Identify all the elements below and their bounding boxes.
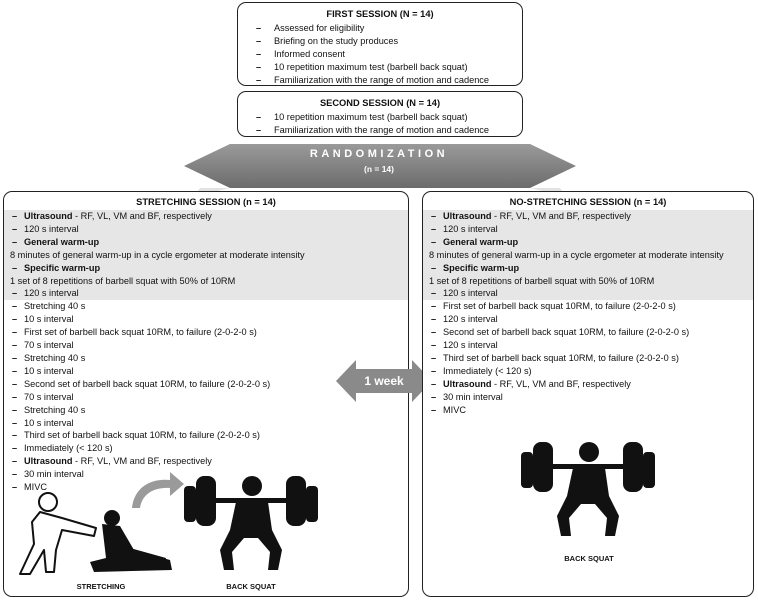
list-item: 10 repetition maximum test (barbell back… [238, 61, 522, 74]
randomization-arrow-shape [184, 144, 576, 188]
stretching-session-box: STRETCHING SESSION (n = 14) Ultrasound -… [3, 191, 409, 597]
specific-warmup-label: Specific warm-up [423, 262, 753, 275]
back-squat-figure-icon [184, 476, 318, 570]
second-session-box: SECOND SESSION (N = 14) 10 repetition ma… [237, 91, 523, 137]
ultrasound-step: Ultrasound - RF, VL, VM and BF, respecti… [4, 455, 408, 468]
list-item: Immediately (< 120 s) [423, 365, 753, 378]
stretching-figure-icon [19, 492, 172, 575]
list-item: MIVC [423, 404, 753, 417]
back-squat-caption: BACK SQUAT [564, 554, 614, 563]
back-squat-figure-icon [521, 442, 655, 536]
ultrasound-detail: - RF, VL, VM and BF, respectively [72, 211, 212, 221]
list-item: First set of barbell back squat 10RM, to… [423, 300, 753, 313]
general-warmup-desc: 8 minutes of general warm-up in a cycle … [10, 249, 305, 260]
ultrasound-label: Ultrasound [443, 378, 492, 389]
randomization-n: (n = 14) [364, 164, 394, 174]
general-warmup-label: General warm-up [423, 236, 753, 249]
ultrasound-step: Ultrasound - RF, VL, VM and BF, respecti… [423, 210, 753, 223]
list-item: Familiarization with the range of motion… [238, 74, 522, 85]
general-warmup-label: General warm-up [4, 236, 408, 249]
warmup-block: Ultrasound - RF, VL, VM and BF, respecti… [4, 210, 408, 301]
first-session-title: FIRST SESSION (N = 14) [326, 9, 434, 19]
first-session-box: FIRST SESSION (N = 14) Assessed for elig… [237, 2, 523, 86]
ultrasound-label: Ultrasound [24, 211, 73, 221]
stretching-session-title: STRETCHING SESSION (n = 14) [136, 197, 276, 207]
second-session-title: SECOND SESSION (N = 14) [319, 98, 441, 108]
week-arrow-shape [336, 360, 432, 402]
list-item: 10 s interval [4, 313, 408, 326]
list-item: Assessed for eligibility [238, 22, 522, 35]
list-item: Familiarization with the range of motion… [238, 124, 522, 136]
list-item: 120 s interval [4, 287, 408, 300]
ultrasound-detail: - RF, VL, VM and BF, respectively [491, 378, 631, 389]
ultrasound-detail: - RF, VL, VM and BF, respectively [491, 211, 631, 221]
list-item: 70 s interval [4, 339, 408, 352]
list-item: Stretching 40 s [4, 300, 408, 313]
specific-warmup-desc: 1 set of 8 repetitions of barbell squat … [429, 275, 655, 286]
specific-warmup-desc: 1 set of 8 repetitions of barbell squat … [10, 275, 236, 286]
list-item: Informed consent [238, 48, 522, 61]
no-stretching-session-title: NO-STRETCHING SESSION (n = 14) [509, 197, 667, 207]
list-item: 120 s interval [4, 223, 408, 236]
list-item: MIVC [4, 481, 408, 494]
list-item: 120 s interval [423, 339, 753, 352]
specific-warmup-label: Specific warm-up [4, 262, 408, 275]
list-item: Second set of barbell back squat 10RM, t… [4, 378, 408, 391]
list-item: 70 s interval [4, 391, 408, 404]
general-warmup-desc: 8 minutes of general warm-up in a cycle … [429, 249, 724, 260]
week-label: 1 week [364, 374, 404, 388]
list-item: 30 min interval [4, 468, 408, 481]
list-item: First set of barbell back squat 10RM, to… [4, 326, 408, 339]
stretching-caption: STRETCHING [76, 582, 126, 591]
list-item: 120 s interval [423, 223, 753, 236]
randomization-label: RANDOMIZATION [309, 148, 449, 160]
list-item: Third set of barbell back squat 10RM, to… [4, 429, 408, 442]
warmup-block: Ultrasound - RF, VL, VM and BF, respecti… [423, 210, 753, 301]
list-item: 10 s interval [4, 365, 408, 378]
list-item: Immediately (< 120 s) [4, 442, 408, 455]
list-item: 10 s interval [4, 417, 408, 430]
list-item: Stretching 40 s [4, 352, 408, 365]
list-item: 120 s interval [423, 287, 753, 300]
list-item: Second set of barbell back squat 10RM, t… [423, 326, 753, 339]
ultrasound-step: Ultrasound - RF, VL, VM and BF, respecti… [4, 210, 408, 223]
list-item: Third set of barbell back squat 10RM, to… [423, 352, 753, 365]
curved-arrow-icon [132, 472, 184, 508]
ultrasound-detail: - RF, VL, VM and BF, respectively [72, 456, 212, 467]
list-item: Stretching 40 s [4, 404, 408, 417]
list-item: 30 min interval [423, 391, 753, 404]
list-item: 10 repetition maximum test (barbell back… [238, 111, 522, 124]
ultrasound-label: Ultrasound [24, 456, 73, 467]
ultrasound-step: Ultrasound - RF, VL, VM and BF, respecti… [423, 378, 753, 391]
no-stretching-session-box: NO-STRETCHING SESSION (n = 14) Ultrasoun… [422, 191, 754, 597]
ultrasound-label: Ultrasound [443, 211, 492, 221]
list-item: Briefing on the study produces [238, 35, 522, 48]
list-item: 120 s interval [423, 313, 753, 326]
week-arrow [336, 360, 432, 402]
back-squat-caption: BACK SQUAT [226, 582, 276, 591]
